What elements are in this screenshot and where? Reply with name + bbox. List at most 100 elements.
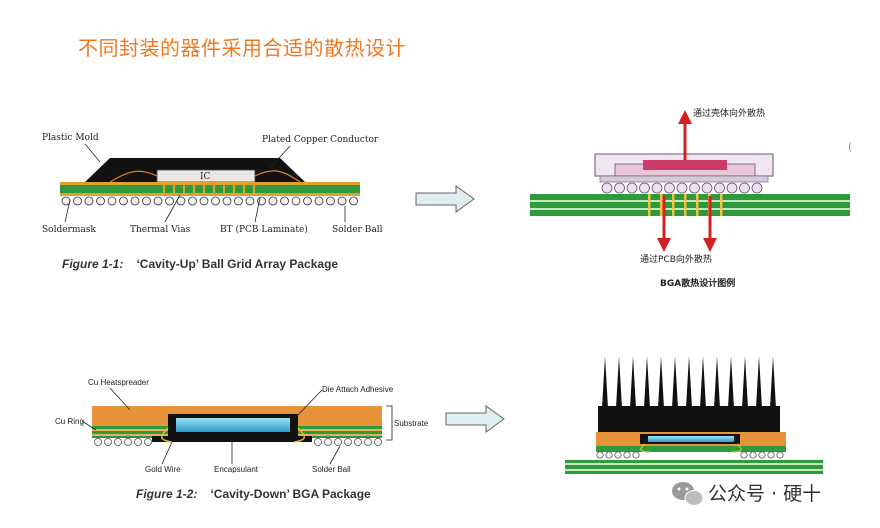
- heat-arrow-down-2: [703, 238, 717, 252]
- solder-ball: [374, 438, 382, 446]
- solder-ball: [349, 196, 358, 206]
- solder-ball: [245, 196, 255, 206]
- label-heat-up: 通过壳体向外散热: [693, 107, 765, 119]
- bga-ball: [664, 182, 675, 194]
- label-solder-ball: Solder Ball: [332, 225, 383, 235]
- solder-ball: [104, 438, 112, 446]
- wechat-icon: [672, 482, 704, 506]
- label-substrate: Substrate: [394, 419, 429, 428]
- heat-arrow-up: [678, 110, 692, 124]
- solder-ball: [334, 438, 342, 446]
- label-heat-down: 通过PCB向外散热: [640, 253, 712, 265]
- figure-heatsink-design: [565, 356, 823, 474]
- solder-ball: [124, 438, 132, 446]
- solder-balls-2: [94, 438, 382, 446]
- bga-ball: [714, 182, 725, 194]
- solder-ball: [268, 196, 278, 206]
- figure1-right-caption: BGA散热设计图例: [660, 277, 735, 289]
- solder-ball: [364, 438, 372, 446]
- transition-arrow-1: [415, 185, 475, 213]
- heatsink-fin: [770, 356, 776, 408]
- svg-text:(: (: [848, 142, 852, 153]
- bga-ball: [726, 182, 738, 194]
- bga-ball: [651, 182, 663, 194]
- solder-ball: [605, 451, 613, 459]
- solder-ball: [211, 196, 220, 206]
- bga-ball: [689, 182, 700, 194]
- solder-ball: [749, 451, 757, 459]
- solder-ball: [234, 196, 243, 206]
- solder-ball: [632, 451, 640, 459]
- watermark: 公众号 · 硬十: [672, 482, 821, 506]
- label-bt: BT (PCB Laminate): [220, 224, 308, 235]
- solder-ball: [130, 196, 140, 206]
- transition-arrow-2: [445, 405, 505, 433]
- figure1-caption: Figure 1-1: ‘Cavity-Up’ Ball Grid Array …: [62, 253, 338, 272]
- heatsink-fin: [728, 356, 734, 408]
- heatsink-fin: [644, 356, 650, 408]
- label-gold-wire: Gold Wire: [145, 465, 181, 474]
- bga-balls: [601, 182, 763, 194]
- solder-ball: [280, 196, 289, 206]
- label-plastic-mold: Plastic Mold: [42, 133, 99, 143]
- heatsink-fin: [686, 356, 692, 408]
- solder-ball: [740, 451, 748, 459]
- figure2-caption: Figure 1-2: ‘Cavity-Down’ BGA Package: [136, 483, 371, 502]
- label-solder-ball-2: Solder Ball: [312, 465, 351, 474]
- solder-balls: [61, 196, 358, 206]
- solder-ball: [107, 196, 117, 206]
- solder-ball: [96, 196, 105, 206]
- bga-ball: [639, 182, 650, 194]
- solder-ball: [776, 451, 784, 459]
- figure-bga-thermal-design: 通过壳体向外散热 通过PCB向外散热 BGA散热设计图例 (: [520, 92, 856, 302]
- bga-ball: [614, 182, 625, 194]
- bga-ball: [676, 182, 688, 194]
- thermal-via: [672, 194, 675, 216]
- bga-ball: [701, 182, 713, 194]
- heatsink-fin: [658, 356, 664, 408]
- solder-ball: [165, 196, 174, 206]
- solder-ball: [73, 196, 82, 206]
- solder-ball: [142, 196, 151, 206]
- solder-ball: [84, 196, 94, 206]
- solder-ball: [767, 451, 775, 459]
- thermal-via: [684, 194, 687, 216]
- heatsink-fin: [672, 356, 678, 408]
- heatsink-fin: [742, 356, 748, 408]
- solder-ball: [222, 196, 232, 206]
- solder-ball: [344, 438, 352, 446]
- label-die-attach: Die Attach Adhesive: [322, 385, 394, 394]
- solder-ball: [188, 196, 197, 206]
- page-title: 不同封装的器件采用合适的散热设计: [78, 36, 406, 60]
- heatsink-fin: [630, 356, 636, 408]
- solder-ball: [614, 451, 622, 459]
- heatsink-fin: [700, 356, 706, 408]
- thermal-via: [660, 194, 663, 216]
- label-cu-heatspreader: Cu Heatspreader: [88, 378, 149, 387]
- solder-ball: [337, 196, 347, 206]
- thermal-via: [720, 194, 723, 216]
- ic-label: IC: [200, 172, 211, 182]
- solder-ball: [623, 451, 631, 459]
- solder-ball: [314, 438, 322, 446]
- figure-cavity-up-bga: IC Plastic Mold Plated Copper Conductor …: [36, 120, 396, 280]
- watermark-text: 公众号 · 硬十: [708, 483, 821, 505]
- label-plated-copper: Plated Copper Conductor: [262, 135, 379, 145]
- pcb-board-2: [565, 460, 823, 474]
- solder-ball: [326, 196, 335, 206]
- label-soldermask: Soldermask: [42, 225, 96, 235]
- solder-ball: [94, 438, 102, 446]
- solder-ball: [303, 196, 312, 206]
- bga-ball: [601, 182, 613, 194]
- solder-ball: [119, 196, 128, 206]
- bga-ball: [751, 182, 763, 194]
- heat-arrow-down-1: [657, 238, 671, 252]
- solder-ball: [314, 196, 324, 206]
- solder-ball: [291, 196, 301, 206]
- heatsink-fin: [602, 356, 608, 408]
- solder-ball: [144, 438, 152, 446]
- label-thermal-vias: Thermal Vias: [130, 225, 191, 235]
- solder-ball: [114, 438, 122, 446]
- solder-ball: [758, 451, 766, 459]
- heatsink-fin: [616, 356, 622, 408]
